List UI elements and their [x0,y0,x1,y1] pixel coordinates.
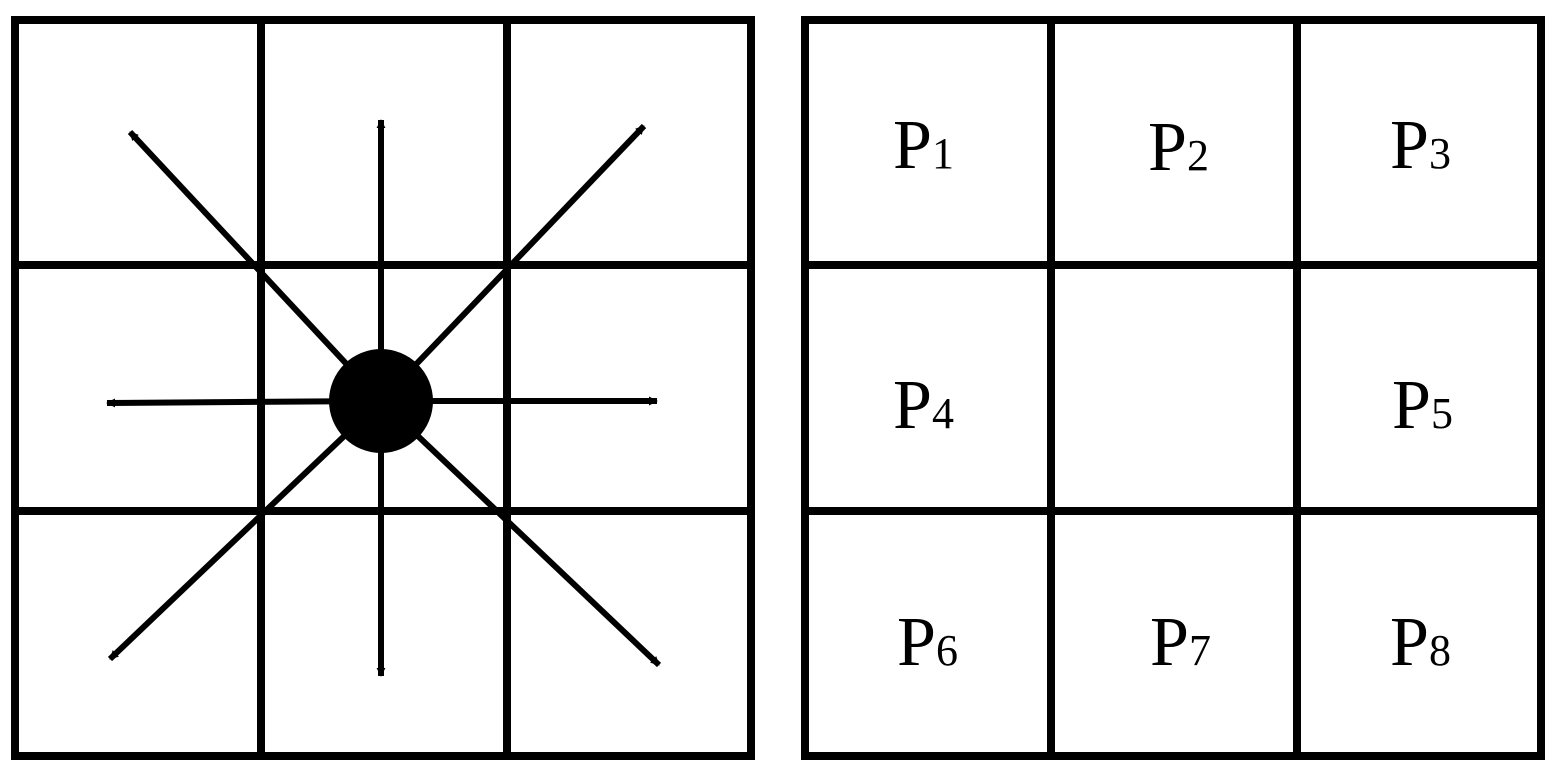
left-grid-frame [11,16,755,760]
arrow-up-right [378,123,647,404]
cell-label-p5: P5 [1392,367,1453,444]
center-dot [329,349,433,453]
cell-label-p1: P1 [893,107,954,184]
arrow-down-left [107,398,384,662]
cell-label-p7: P7 [1150,604,1211,681]
arrow-up-left [127,129,384,404]
arrow-down-right [378,398,662,668]
right-grid-frame [801,16,1545,760]
cell-label-p2: P2 [1148,109,1209,186]
left-direction-grid [11,16,755,760]
cell-label-p3: P3 [1390,107,1451,184]
cell-label-p4: P4 [893,367,954,444]
cell-label-p6: P6 [897,604,958,681]
right-neighbor-grid: P1 P2 P3 P4 P5 P6 P7 P8 [801,16,1545,760]
cell-label-p8: P8 [1390,604,1451,681]
